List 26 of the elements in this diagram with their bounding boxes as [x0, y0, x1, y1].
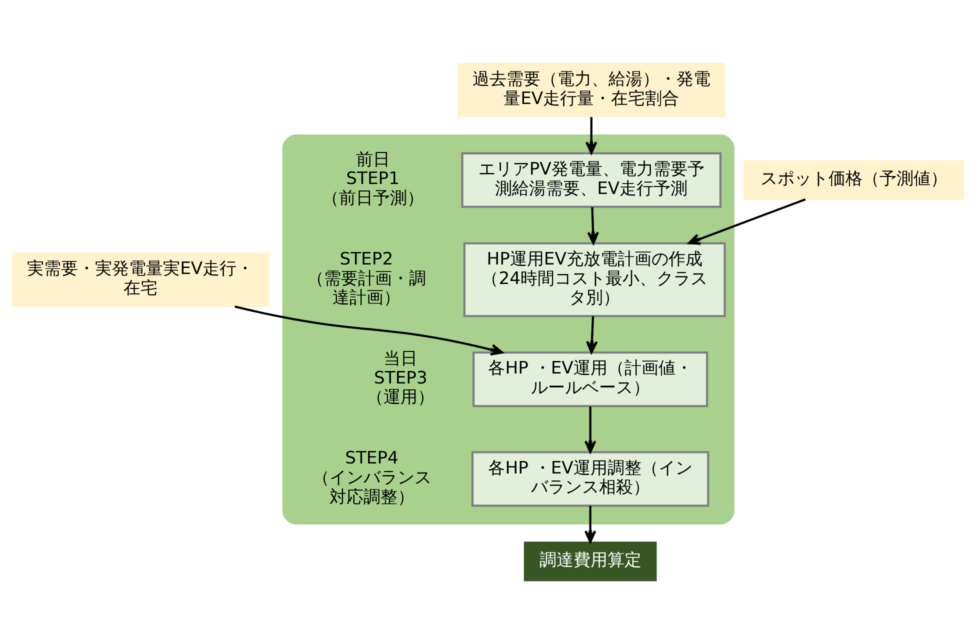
arrow — [587, 207, 599, 244]
node-box: エリアPV発電量、電力需要予測給湯需要、EV走行予測 — [461, 152, 722, 208]
arrow — [688, 198, 806, 245]
node-box: 各HP ・EV運用（計画値・ルールベース） — [472, 351, 708, 408]
node-box: スポット価格（予測値） — [744, 160, 964, 200]
label: （インバランス対応調整） — [312, 468, 432, 508]
node-box: 調達費用算定 — [524, 542, 657, 582]
label: STEP1 — [346, 169, 400, 190]
label: （前日予測） — [322, 188, 424, 208]
node-box: 実需要・実発電量実EV走行・在宅 — [12, 252, 269, 307]
arrow — [584, 406, 596, 454]
label: STEP2 — [340, 249, 394, 270]
label: STEP3 — [374, 368, 428, 388]
arrow — [234, 305, 504, 356]
arrow — [584, 506, 596, 543]
label: （需要計画・調達計画） — [306, 268, 426, 308]
label: 前日 — [356, 150, 390, 170]
node-box: HP運用EV充放電計画の作成（24時間コスト最小、クラスタ別） — [463, 242, 726, 318]
cluster — [282, 134, 734, 524]
node-box: 各HP ・EV運用調整（インバランス相殺） — [471, 451, 710, 507]
label: 当日 — [384, 349, 418, 370]
label: STEP4 — [345, 448, 398, 469]
arrow — [585, 117, 598, 154]
label: （運用） — [366, 388, 435, 408]
arrow — [586, 316, 598, 354]
node-box: 過去需要（電力、給湯）・発電量EV走行量・在宅割合 — [457, 62, 726, 118]
